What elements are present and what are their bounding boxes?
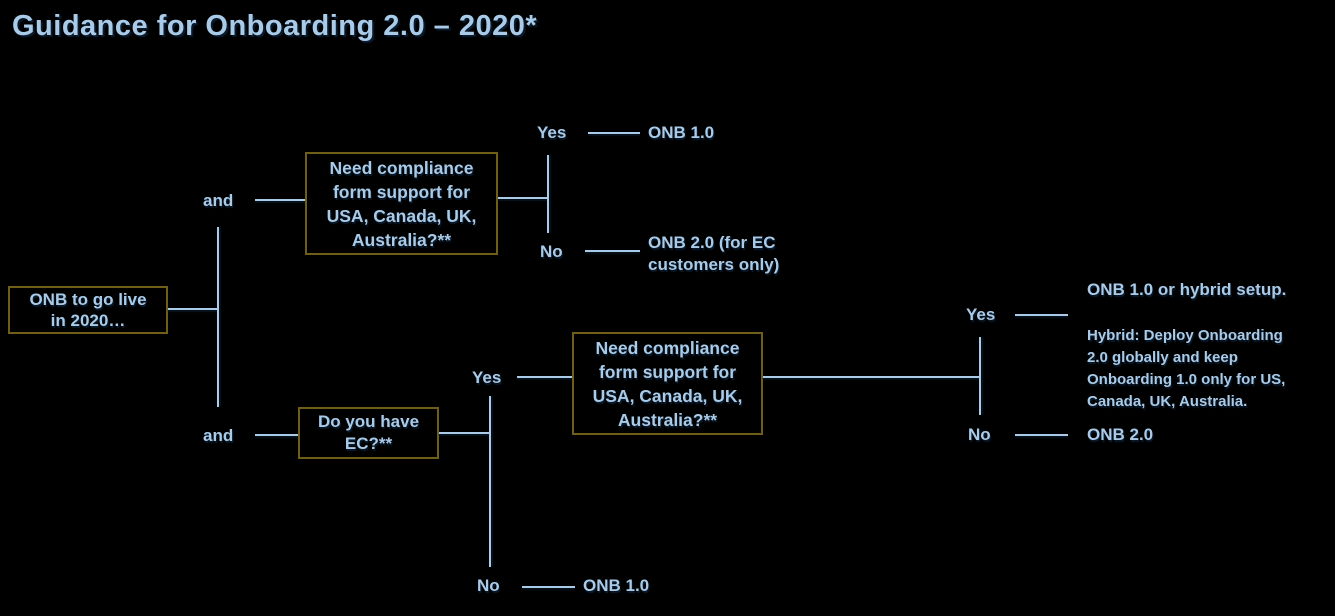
connector-ec-to-split <box>439 432 490 434</box>
no-label-top: No <box>540 242 563 261</box>
connector-yes-ec-to-question <box>517 376 572 378</box>
root-node-box: ONB to go live in 2020… <box>8 286 168 334</box>
split-vertical-right <box>979 337 981 415</box>
outcome-onb20-right: ONB 2.0 <box>1087 425 1154 444</box>
connector-question-bottom-to-split <box>763 376 981 378</box>
yes-label-right: Yes <box>966 305 996 324</box>
outcome-onb20-ec-only: ONB 2.0 (for EC customers only) <box>648 233 780 274</box>
outcome-hybrid-headline: ONB 1.0 or hybrid setup. <box>1087 280 1287 299</box>
outcome-onb10-bottom: ONB 1.0 <box>583 576 650 595</box>
and-label-top: and <box>203 191 234 210</box>
question-box-ec: Do you have EC?** <box>298 407 439 459</box>
connector-yes-top <box>588 132 640 134</box>
question-box-compliance-bottom: Need compliance form support for USA, Ca… <box>572 332 763 435</box>
outcome-onb10-top: ONB 1.0 <box>648 123 715 142</box>
connector-and-top-to-question <box>255 199 305 201</box>
connector-and-bottom-to-ec <box>255 434 298 436</box>
no-label-ec: No <box>477 576 500 595</box>
connector-root-to-bracket <box>168 308 218 310</box>
page-title: Guidance for Onboarding 2.0 – 2020* <box>12 10 538 42</box>
connector-no-top <box>585 250 640 252</box>
connector-no-ec <box>522 586 575 588</box>
question-box-compliance-top: Need compliance form support for USA, Ca… <box>305 152 498 255</box>
split-vertical-bottom <box>489 396 491 567</box>
bracket-vertical-line <box>217 227 219 407</box>
yes-label-top: Yes <box>537 123 567 142</box>
connector-question-top-to-split <box>498 197 549 199</box>
split-vertical-top <box>547 155 549 233</box>
no-label-right: No <box>968 425 991 444</box>
yes-label-ec: Yes <box>472 368 502 387</box>
connector-no-right <box>1015 434 1068 436</box>
outcome-hybrid-detail: Hybrid: Deploy Onboarding 2.0 globally a… <box>1087 327 1286 410</box>
outcome-hybrid-block: ONB 1.0 or hybrid setup. Hybrid: Deploy … <box>1087 258 1335 435</box>
connector-yes-right <box>1015 314 1068 316</box>
and-label-bottom: and <box>203 426 234 445</box>
